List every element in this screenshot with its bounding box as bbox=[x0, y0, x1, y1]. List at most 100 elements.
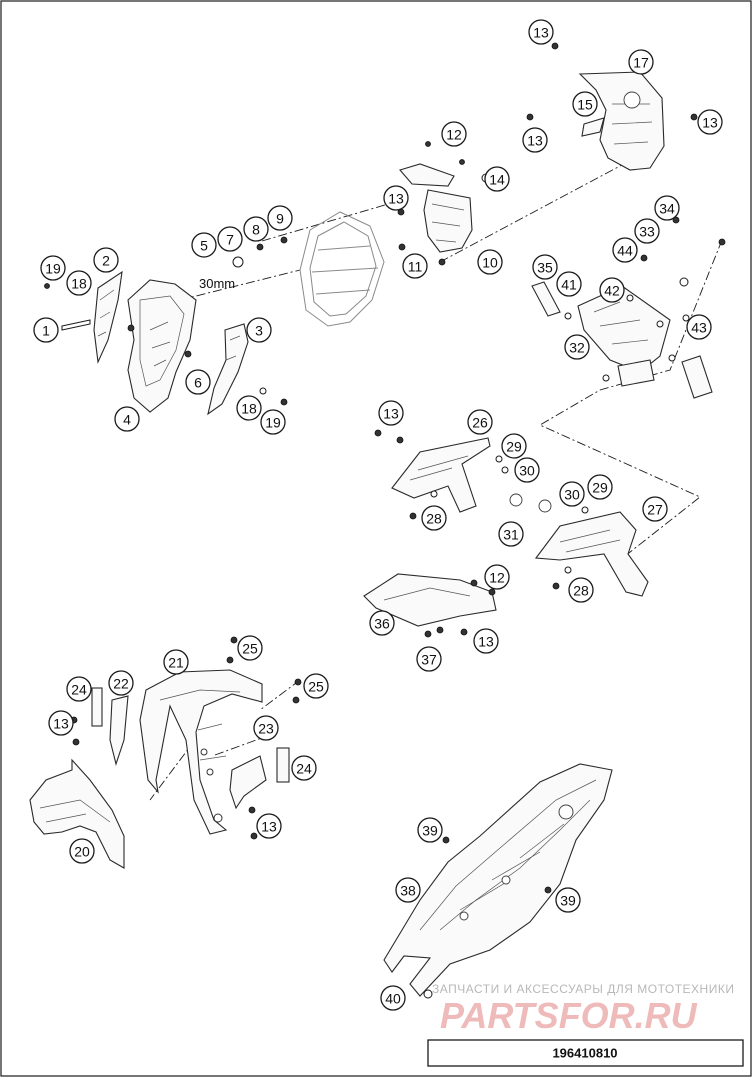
callout-13: 13 bbox=[378, 400, 404, 426]
callout-circle bbox=[697, 109, 723, 135]
callout-circle bbox=[291, 755, 317, 781]
callout-circle bbox=[402, 253, 428, 279]
callout-4: 4 bbox=[114, 406, 140, 432]
callout-17: 17 bbox=[628, 49, 654, 75]
callout-13: 13 bbox=[383, 185, 409, 211]
callout-41: 41 bbox=[556, 271, 582, 297]
callout-number: 33 bbox=[639, 224, 655, 240]
callout-circle bbox=[634, 218, 660, 244]
reflector-35 bbox=[531, 281, 561, 317]
callout-circle bbox=[260, 409, 286, 435]
callout-circle bbox=[564, 334, 590, 360]
callout-number: 11 bbox=[408, 259, 423, 275]
callout-circle bbox=[568, 577, 594, 603]
callout-circle bbox=[369, 610, 395, 636]
callout-number: 10 bbox=[482, 255, 498, 271]
callout-13: 13 bbox=[528, 19, 554, 45]
callout-number: 36 bbox=[374, 616, 390, 632]
callout-circle bbox=[467, 409, 493, 435]
callout-circle bbox=[477, 249, 503, 275]
callout-13: 13 bbox=[48, 710, 74, 736]
callout-number: 5 bbox=[200, 238, 208, 254]
callout-number: 13 bbox=[261, 819, 277, 835]
callout-circle bbox=[237, 635, 263, 661]
callout-number: 13 bbox=[383, 406, 399, 422]
callout-number: 39 bbox=[422, 823, 438, 839]
callout-number: 18 bbox=[241, 401, 257, 417]
callout-22: 22 bbox=[108, 670, 134, 696]
callout-number: 12 bbox=[489, 570, 505, 586]
plate-holder-32 bbox=[577, 285, 671, 373]
callout-circle bbox=[217, 226, 243, 252]
headlight-mask-assembly bbox=[93, 71, 665, 416]
callout-20: 20 bbox=[69, 838, 95, 864]
sticker-24-right bbox=[276, 747, 290, 783]
callout-circle bbox=[48, 710, 74, 736]
callout-19: 19 bbox=[40, 255, 66, 281]
callout-circle bbox=[66, 270, 92, 296]
callout-number: 27 bbox=[647, 502, 663, 518]
callout-3: 3 bbox=[246, 317, 272, 343]
guard-26 bbox=[391, 437, 491, 513]
callout-number: 24 bbox=[71, 682, 87, 698]
callout-circle bbox=[484, 166, 510, 192]
callout-circle bbox=[587, 474, 613, 500]
dimension-note-30mm: 30mm bbox=[199, 276, 235, 291]
callout-23: 23 bbox=[253, 715, 279, 741]
watermark-tagline: ЗАПЧАСТИ И АКСЕССУАРЫ ДЛЯ МОТОТЕХНИКИ bbox=[432, 982, 734, 996]
callout-27: 27 bbox=[642, 496, 668, 522]
callout-circle bbox=[628, 49, 654, 75]
mask-side-cover-left bbox=[93, 270, 123, 364]
callout-number: 44 bbox=[617, 243, 633, 259]
callout-number: 3 bbox=[255, 323, 263, 339]
callout-number: 31 bbox=[503, 527, 519, 543]
callout-circle bbox=[395, 877, 421, 903]
callout-number: 40 bbox=[385, 991, 401, 1007]
callout-25: 25 bbox=[237, 635, 263, 661]
callout-1: 1 bbox=[33, 317, 59, 343]
plate-lamp bbox=[617, 359, 655, 387]
callout-number: 6 bbox=[194, 375, 202, 391]
callout-circle bbox=[473, 628, 499, 654]
sticker-24-left bbox=[91, 687, 103, 727]
callout-11: 11 bbox=[402, 253, 428, 279]
callout-37: 37 bbox=[416, 646, 442, 672]
callout-number: 25 bbox=[308, 679, 324, 695]
callout-circle bbox=[246, 317, 272, 343]
callout-number: 26 bbox=[472, 415, 488, 431]
callout-number: 12 bbox=[446, 127, 462, 143]
front-fender-assembly bbox=[29, 636, 302, 869]
callout-10: 10 bbox=[477, 249, 503, 275]
headlight-frame bbox=[127, 279, 197, 413]
callout-5: 5 bbox=[191, 232, 217, 258]
callout-6: 6 bbox=[185, 369, 211, 395]
callout-circle bbox=[256, 813, 282, 839]
callout-circle bbox=[267, 205, 293, 231]
callout-circle bbox=[612, 237, 638, 263]
callout-35: 35 bbox=[532, 254, 558, 280]
callout-25: 25 bbox=[303, 673, 329, 699]
callout-13: 13 bbox=[697, 109, 723, 135]
callout-40: 40 bbox=[380, 985, 406, 1011]
callout-9: 9 bbox=[267, 205, 293, 231]
callout-number: 20 bbox=[74, 844, 90, 860]
callout-13: 13 bbox=[522, 127, 548, 153]
callout-circle bbox=[522, 127, 548, 153]
sticker-22 bbox=[109, 695, 129, 766]
callout-number: 13 bbox=[533, 25, 549, 41]
callout-number: 19 bbox=[45, 261, 61, 277]
reflector-43 bbox=[681, 355, 713, 399]
callout-15: 15 bbox=[572, 91, 598, 117]
callout-number: 13 bbox=[53, 716, 69, 732]
callout-circle bbox=[498, 521, 524, 547]
callout-24: 24 bbox=[291, 755, 317, 781]
callout-number: 23 bbox=[258, 721, 274, 737]
callout-26: 26 bbox=[467, 409, 493, 435]
callout-circle bbox=[40, 255, 66, 281]
callout-33: 33 bbox=[634, 218, 660, 244]
callout-number: 37 bbox=[421, 652, 437, 668]
callout-circle bbox=[383, 185, 409, 211]
callout-number: 38 bbox=[400, 883, 416, 899]
callout-39: 39 bbox=[555, 887, 581, 913]
